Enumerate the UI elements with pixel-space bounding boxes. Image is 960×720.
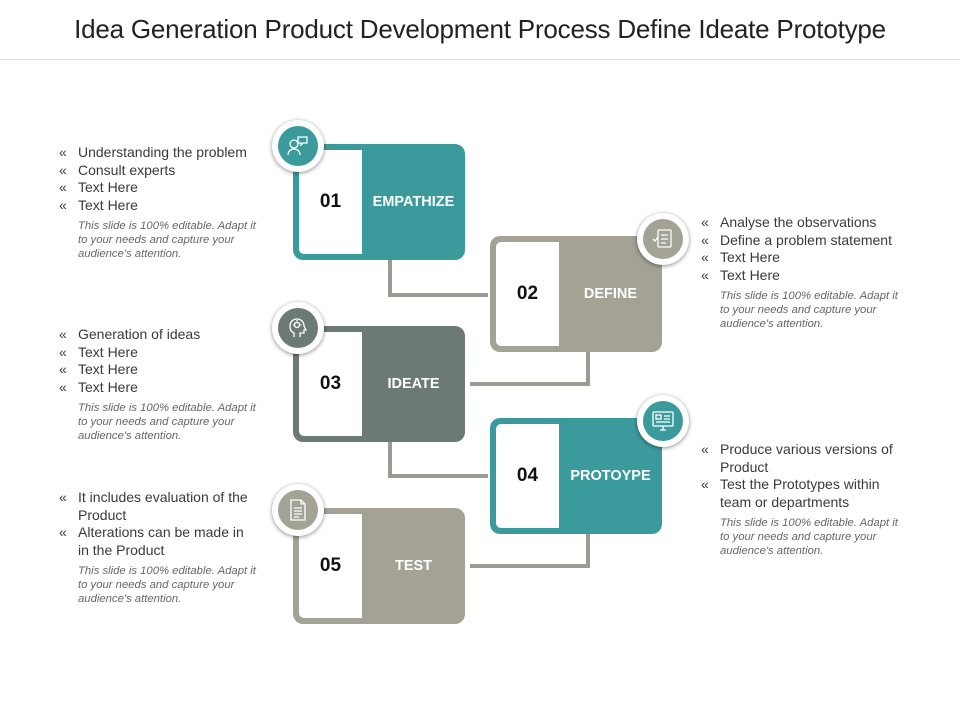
bullet-item: Text Here (58, 379, 268, 397)
bullet-item: Alterations can be made in in the Produc… (58, 524, 258, 559)
head-idea-icon (289, 318, 308, 337)
step-number: 05 (319, 555, 342, 576)
step-icon-badge (637, 395, 689, 447)
connector-03-04 (388, 442, 392, 478)
step-card-empathize: 01 EMPATHIZE (293, 144, 465, 260)
editable-note: This slide is 100% editable. Adapt it to… (78, 402, 256, 443)
connector-01-02 (388, 260, 392, 297)
step-icon-badge (272, 302, 324, 354)
bullet-item: Understanding the problem (58, 144, 268, 162)
checklist-icon (652, 229, 672, 248)
bullet-item: Text Here (58, 344, 268, 362)
step-icon-badge (272, 484, 324, 536)
bullet-item: Text Here (58, 361, 268, 379)
step-number: 01 (319, 191, 342, 212)
editable-note: This slide is 100% editable. Adapt it to… (720, 290, 898, 331)
text-block-prototype: Produce various versions of Product Test… (700, 441, 900, 558)
bullet-item: Text Here (58, 179, 268, 197)
bullet-item: It includes evaluation of the Product (58, 489, 258, 524)
step-card-define: 02 DEFINE (490, 236, 662, 352)
bullet-item: Text Here (700, 267, 910, 285)
title-divider (0, 59, 960, 60)
editable-note: This slide is 100% editable. Adapt it to… (78, 565, 256, 606)
text-block-define: Analyse the observations Define a proble… (700, 214, 910, 331)
bullet-item: Test the Prototypes within team or depar… (700, 476, 900, 511)
people-chat-icon (287, 136, 308, 156)
connector-04-05 (470, 564, 590, 568)
step-card-ideate: 03 IDEATE (293, 326, 465, 442)
step-label: EMPATHIZE (372, 194, 455, 210)
bullet-item: Generation of ideas (58, 326, 268, 344)
bullet-item: Analyse the observations (700, 214, 910, 232)
page-title: Idea Generation Product Development Proc… (74, 14, 886, 44)
document-list-icon (290, 499, 306, 521)
step-icon-badge (637, 213, 689, 265)
step-number: 02 (516, 283, 539, 304)
step-card-test: 05 TEST (293, 508, 465, 624)
bullet-item: Define a problem statement (700, 232, 910, 250)
bullet-item: Produce various versions of Product (700, 441, 900, 476)
connector-02-03 (586, 352, 590, 386)
text-block-empathize: Understanding the problem Consult expert… (58, 144, 268, 261)
editable-note: This slide is 100% editable. Adapt it to… (78, 220, 256, 261)
step-number: 04 (516, 465, 539, 486)
editable-note: This slide is 100% editable. Adapt it to… (720, 517, 898, 558)
bullet-item: Consult experts (58, 162, 268, 180)
step-number: 03 (319, 373, 342, 394)
connector-02-03 (470, 382, 590, 386)
text-block-ideate: Generation of ideas Text Here Text Here … (58, 326, 268, 443)
step-label: TEST (394, 558, 433, 574)
bullet-item: Text Here (700, 249, 910, 267)
step-card-prototype: 04 PROTOYPE (490, 418, 662, 534)
bullet-item: Text Here (58, 197, 268, 215)
connector-01-02 (388, 293, 488, 297)
step-label: IDEATE (387, 376, 440, 392)
connector-04-05 (586, 534, 590, 568)
monitor-prototype-icon (652, 411, 674, 431)
text-block-test: It includes evaluation of the Product Al… (58, 489, 258, 606)
connector-03-04 (388, 474, 488, 478)
step-label: DEFINE (583, 286, 638, 302)
step-icon-badge (272, 120, 324, 172)
step-label: PROTOYPE (570, 468, 651, 484)
